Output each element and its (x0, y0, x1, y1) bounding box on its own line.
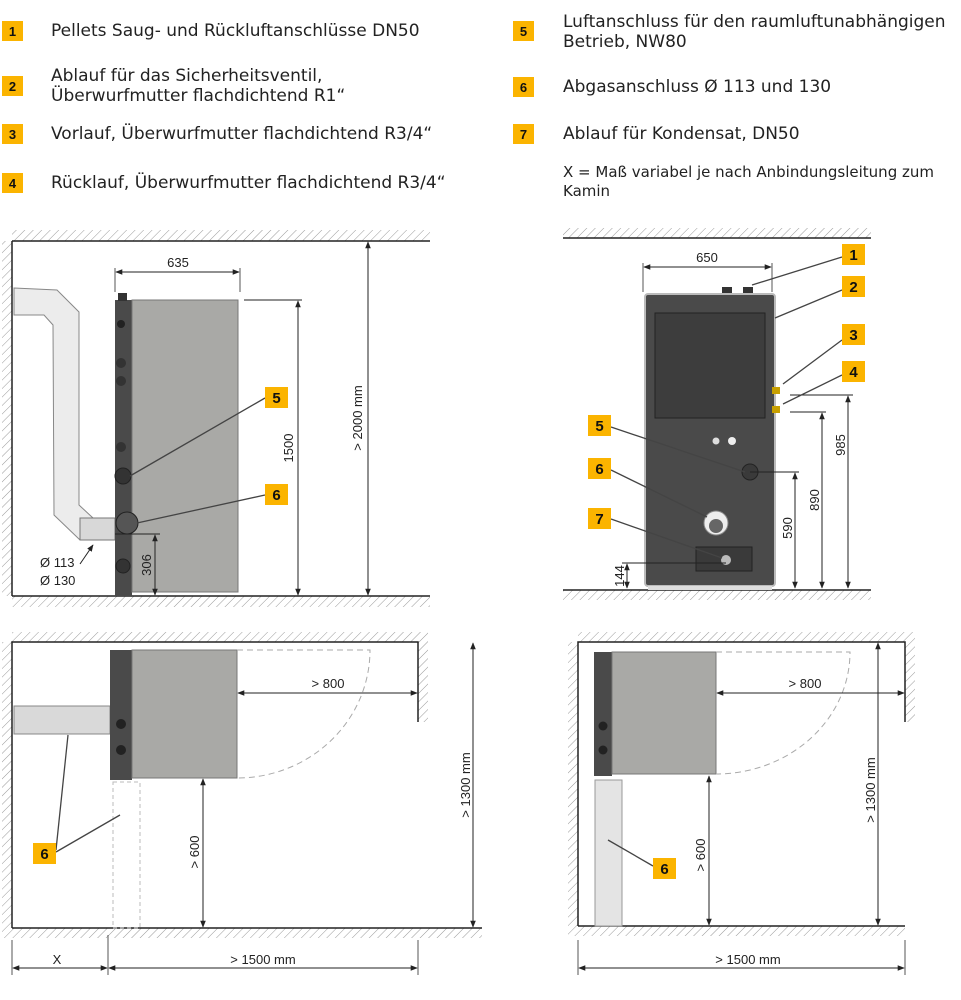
note-x-2: Kamin (563, 182, 611, 200)
dim-width-650: 650 (696, 250, 718, 265)
dim-length: > 1500 mm (715, 952, 780, 967)
dim-590: 590 (780, 517, 795, 539)
legend-text-7: Ablauf für Kondensat, DN50 (563, 124, 800, 144)
legend-badge-3: 3 (2, 124, 23, 144)
legend-badge-1: 1 (2, 21, 23, 41)
badge-1: 1 (849, 247, 857, 264)
dim-flue-306: 306 (139, 554, 154, 576)
note-x: X = Maß variabel je nach Anbindungsleitu… (563, 163, 934, 181)
top-view-right: > 800 > 1300 mm > 600 > 1500 mm 6 (568, 632, 915, 975)
dim-door-clearance: > 800 (312, 676, 345, 691)
legend-badge-4: 4 (2, 173, 23, 193)
legend-text-2: Ablauf für das Sicherheitsventil, (51, 66, 323, 86)
legend-text-4: Rücklauf, Überwurfmutter flachdichtend R… (51, 173, 446, 193)
flue-pipe (13, 287, 94, 541)
legend-text-1: Pellets Saug- und Rückluftanschlüsse DN5… (51, 21, 420, 41)
dim-985: 985 (833, 434, 848, 456)
dim-depth: > 1300 mm (458, 752, 473, 817)
legend-badge-2: 2 (2, 76, 23, 96)
top-view-left: > 800 > 1300 mm > 600 X > 1500 mm 6 (2, 632, 482, 975)
legend-text-6: Abgasanschluss Ø 113 und 130 (563, 77, 832, 97)
legend-badge-7: 7 (513, 124, 534, 144)
badge-2: 2 (849, 279, 857, 296)
dim-front: > 600 (187, 836, 202, 869)
legend-badge-5: 5 (513, 21, 534, 41)
legend-text-2b: Überwurfmutter flachdichtend R1“ (51, 86, 346, 106)
badge-5: 5 (272, 390, 280, 407)
badge-6: 6 (595, 461, 603, 478)
dim-room-height: > 2000 mm (350, 385, 365, 450)
boiler-body (131, 299, 239, 593)
dim-x: X (53, 952, 62, 967)
badge-3: 3 (849, 327, 857, 344)
legend-text-5b: Betrieb, NW80 (563, 32, 687, 52)
dim-width-635: 635 (167, 255, 189, 270)
badge-7: 7 (595, 511, 603, 528)
badge-6: 6 (40, 846, 48, 863)
badge-4: 4 (849, 364, 858, 381)
dim-front: > 600 (693, 839, 708, 872)
dim-dia-113: Ø 113 (40, 555, 74, 570)
rear-view: 650 985 890 590 144 1 2 3 4 5 6 (563, 228, 871, 600)
legend-text-3: Vorlauf, Überwurfmutter flachdichtend R3… (51, 124, 433, 144)
dim-dia-130: Ø 130 (40, 573, 75, 588)
legend-text-5: Luftanschluss für den raumluftunabhängig… (563, 12, 946, 32)
dim-door-clearance: > 800 (789, 676, 822, 691)
badge-6: 6 (272, 487, 280, 504)
badge-5: 5 (595, 418, 603, 435)
badge-6: 6 (660, 861, 668, 878)
dim-890: 890 (807, 489, 822, 511)
legend-badge-6: 6 (513, 77, 534, 97)
side-view: 635 1500 > 2000 mm 306 Ø 113 Ø 130 5 6 (2, 230, 430, 607)
dim-144: 144 (612, 565, 627, 587)
dim-length: > 1500 mm (230, 952, 295, 967)
dim-height-1500: 1500 (281, 434, 296, 463)
dim-depth: > 1300 mm (863, 757, 878, 822)
